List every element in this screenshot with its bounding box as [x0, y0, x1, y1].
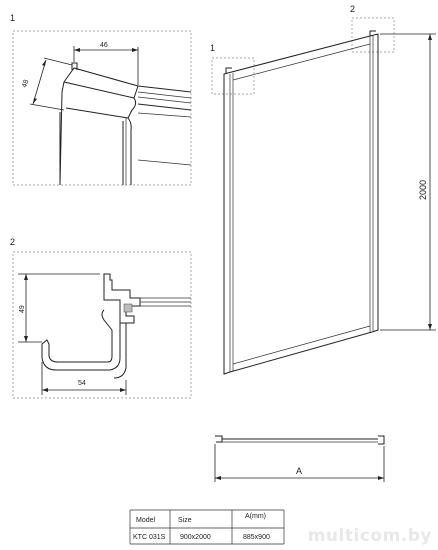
panel-edge-left: [59, 81, 65, 186]
table-header-size: Size: [178, 517, 192, 524]
table-cell-size: 900x2000: [180, 534, 211, 541]
rail-top: [137, 85, 192, 93]
detail-1-marker: 1: [10, 13, 15, 23]
spec-table: Model Size A(mm) KTC 031S 900x2000 885x9…: [129, 509, 285, 545]
dim-54-label: 54: [78, 380, 86, 387]
profile-outer-curve: [113, 323, 127, 379]
detail-1-frame: [12, 30, 192, 186]
detail-1: 1 46 48: [10, 13, 192, 186]
table-cell-a: 885x900: [243, 534, 270, 541]
rail-line-2: [137, 96, 192, 104]
panel-elevation: 1 2 2000: [210, 4, 436, 375]
glass-top: [137, 112, 192, 118]
dim-48-line: [32, 59, 47, 105]
panel-outline: [223, 33, 379, 375]
dim-46-label: 46: [100, 42, 108, 49]
profile-hook: [101, 309, 113, 331]
profile-corner: [127, 97, 137, 119]
table-header-model: Model: [136, 517, 156, 524]
detail-2: 2 49 54: [10, 237, 192, 399]
glass-bottom: [137, 159, 192, 166]
panel-top-right-cap: [369, 30, 376, 36]
profile-lip: [71, 62, 78, 70]
dim-a-label: A: [296, 466, 302, 476]
dim-48-ext-bottom: [29, 103, 65, 111]
elevation-callout-1: [211, 57, 255, 95]
panel-bottom-glass: [232, 325, 371, 365]
profile-front-edge: [65, 107, 129, 119]
profile-lower-section: [41, 323, 121, 371]
profile-right-vertical: [127, 117, 132, 185]
plan-left-profile: [215, 435, 223, 443]
dim-48-label: 48: [21, 79, 30, 89]
panel-top-left-cap: [225, 67, 232, 74]
plan-view: A: [214, 435, 385, 482]
dim-49-label: 49: [19, 305, 26, 313]
panel-top-glass: [232, 43, 371, 81]
rail-line-1: [137, 91, 192, 99]
dim-2000-label: 2000: [418, 180, 428, 200]
seal-block: [123, 303, 133, 313]
table-cell-model: KTC 031S: [133, 534, 166, 541]
profile-top-edge: [63, 81, 135, 99]
elevation-marker-2: 2: [350, 4, 355, 14]
detail-2-frame: [12, 251, 192, 399]
table-header-a: A(mm): [245, 513, 266, 520]
watermark: multicom.by: [307, 526, 432, 546]
profile-top-cap: [63, 67, 139, 99]
elevation-marker-1: 1: [210, 43, 215, 53]
rail-bottom: [137, 103, 192, 111]
dim-48-ext-top: [43, 57, 73, 66]
plan-right-profile: [378, 435, 385, 445]
profile-upper-section: [103, 273, 141, 324]
detail-2-marker: 2: [10, 237, 15, 247]
dim-48-arrows: [33, 60, 46, 104]
